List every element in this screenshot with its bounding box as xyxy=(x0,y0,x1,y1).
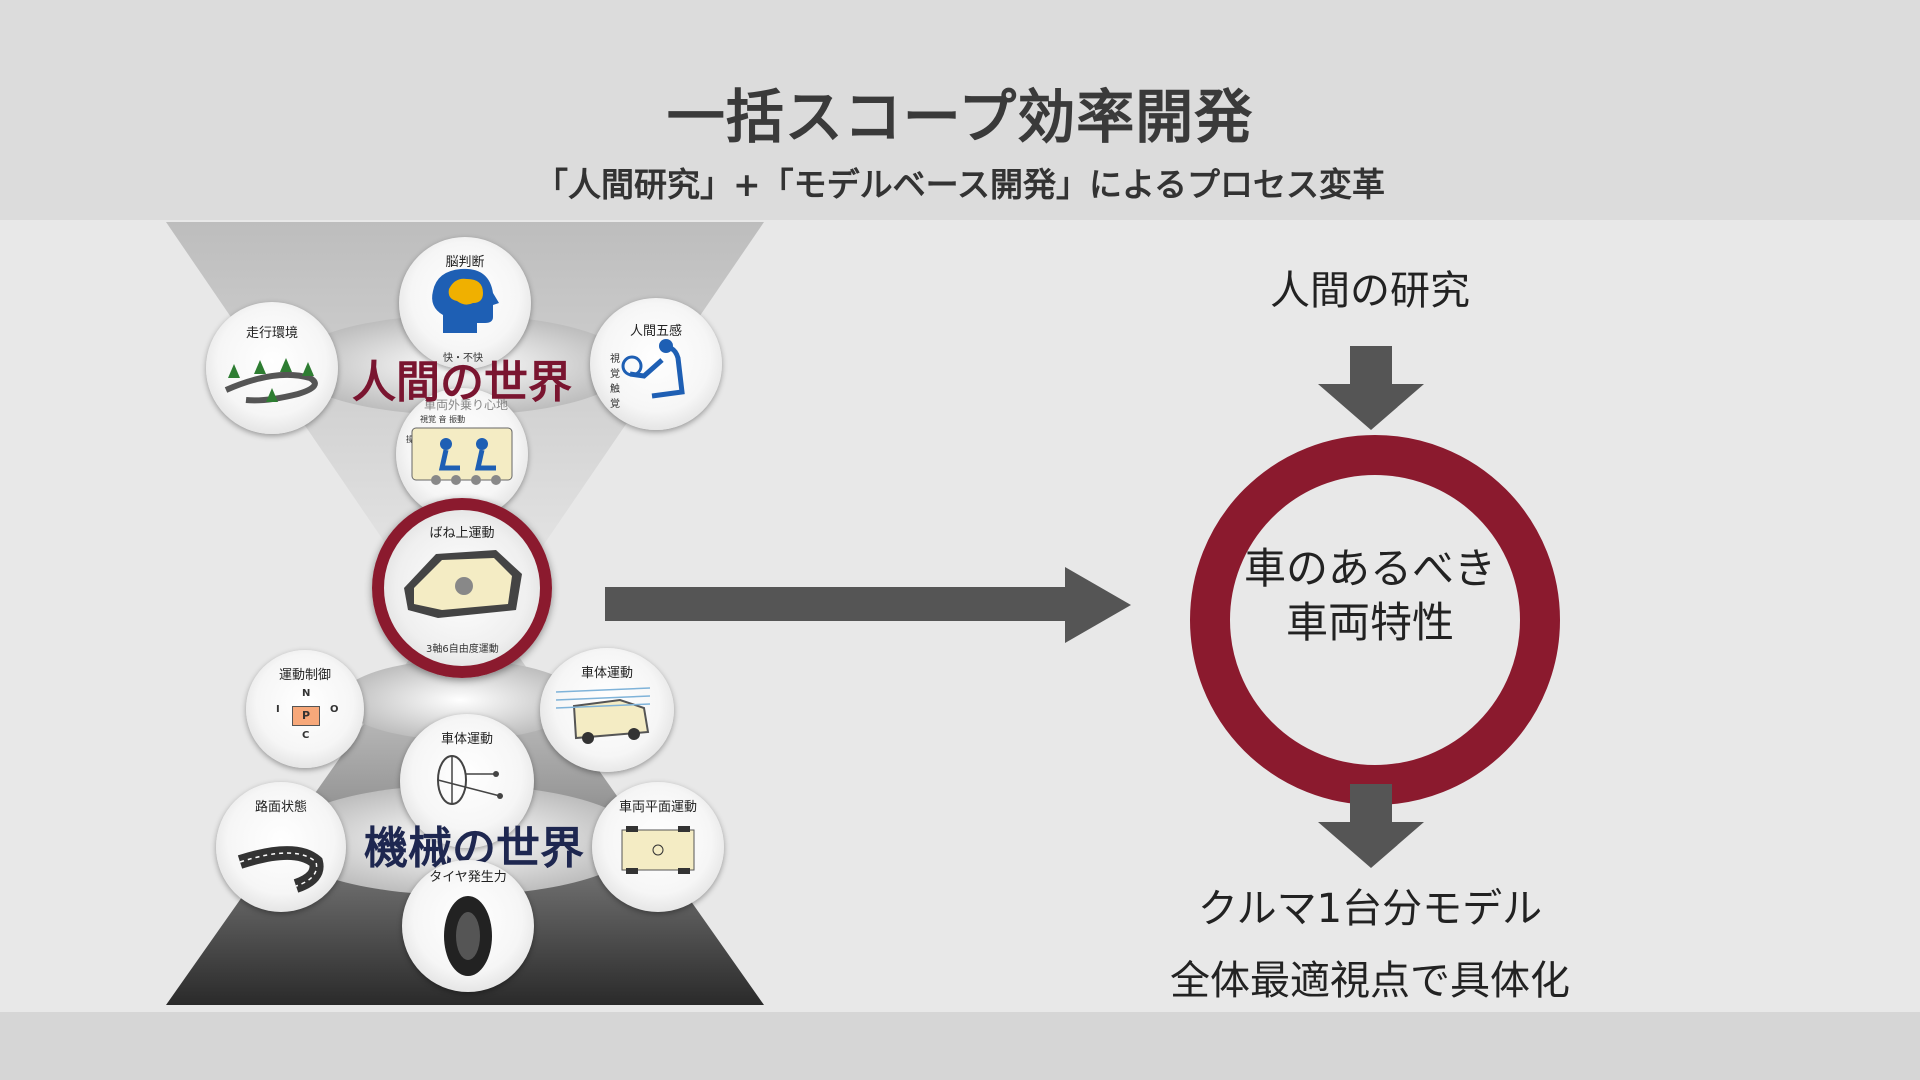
motion-control-label: 運動制御 xyxy=(278,668,331,683)
driver-panel-icon xyxy=(411,427,513,485)
vehicle-motion-bubble: 車体運動 xyxy=(400,714,534,848)
down-arrow-top xyxy=(1318,346,1424,430)
page-title: 一括スコープ効率開発 xyxy=(666,83,1254,151)
vehicle-body-motion-label: 車体運動 xyxy=(580,666,633,681)
brain-label: 脳判断 xyxy=(445,255,485,270)
page-subtitle: 「人間研究」+「モデルベース開発」によるプロセス変革 xyxy=(534,165,1385,204)
ring-text-line1: 車のあるべき xyxy=(1243,544,1496,593)
ipo-p: P xyxy=(301,709,311,722)
sprung-motion-label: ばね上運動 xyxy=(429,526,495,541)
brain-bubble: 脳判断 快・不快 xyxy=(399,237,531,369)
planar-car-icon xyxy=(621,826,695,874)
bottom-band xyxy=(0,1012,1920,1080)
middle-ellipse xyxy=(340,660,580,740)
tire-icon xyxy=(444,896,492,976)
senses-bubble: 人間五感 視覚 触覚 xyxy=(590,298,722,430)
road-label: 路面状態 xyxy=(254,800,307,815)
world-diagram: 脳判断 快・不快 走行環境 人間五感 視覚 触覚 車両外乗り心地 視覚 xyxy=(160,220,780,1010)
ipo-block: P xyxy=(292,706,320,726)
environment-label: 走行環境 xyxy=(245,326,298,341)
sprung-motion-bubble: ばね上運動 3軸6自由度運動 xyxy=(372,498,552,678)
human-research-label: 人間の研究 xyxy=(1270,268,1470,314)
ipo-o: O xyxy=(330,704,339,715)
header-band xyxy=(0,0,1920,220)
tire-bubble: タイヤ発生力 xyxy=(402,860,534,992)
brain-head-icon xyxy=(432,268,499,333)
car-airflow-icon xyxy=(555,687,651,744)
vehicle-body-icon xyxy=(404,550,522,618)
human-world-label: 人間の世界 xyxy=(352,357,572,408)
vehicle-body-motion-bubble: 車体運動 xyxy=(540,648,674,772)
flow-right-arrow xyxy=(605,567,1131,643)
ipo-n: N xyxy=(302,688,311,699)
vehicle-motion-label: 車体運動 xyxy=(440,732,493,747)
motion-control-bubble: 運動制御 P N I O C xyxy=(246,650,364,768)
environment-bubble: 走行環境 xyxy=(206,302,338,434)
ipo-c: C xyxy=(302,730,310,741)
road-curve-icon xyxy=(237,846,324,893)
ring-text-line2: 車両特性 xyxy=(1285,598,1454,647)
driver-ops-sub-label: 視覚 音 振動 xyxy=(420,415,466,424)
brain-sub-label: 快・不快 xyxy=(443,353,483,364)
senses-sub-label: 視覚 触覚 xyxy=(610,354,620,410)
planar-motion-label: 車両平面運動 xyxy=(618,800,697,815)
ipo-i: I xyxy=(276,704,280,715)
suspension-icon xyxy=(437,755,503,805)
sprung-motion-sub-label: 3軸6自由度運動 xyxy=(426,644,499,655)
car-model-label: クルマ1台分モデル xyxy=(1197,886,1543,932)
optimize-label: 全体最適視点で具体化 xyxy=(1170,958,1570,1004)
driver-overlay-label: 車両外乗り心地 xyxy=(424,398,509,412)
driver-seat-icon xyxy=(621,339,685,399)
down-arrow-bottom xyxy=(1318,784,1424,868)
tire-label: タイヤ発生力 xyxy=(429,870,507,885)
road-bubble: 路面状態 xyxy=(216,782,346,912)
senses-label: 人間五感 xyxy=(629,324,682,339)
planar-motion-bubble: 車両平面運動 xyxy=(592,782,724,912)
road-trees-icon xyxy=(224,358,318,404)
